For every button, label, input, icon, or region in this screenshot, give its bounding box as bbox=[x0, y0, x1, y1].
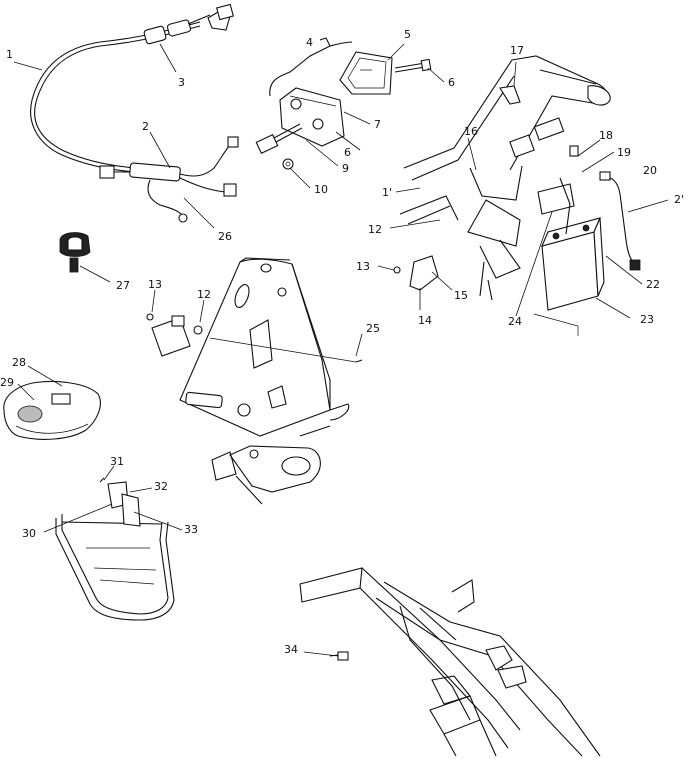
callout-10: 10 bbox=[314, 183, 328, 196]
callout-13-bracket: 13 bbox=[356, 260, 370, 273]
callout-29: 29 bbox=[0, 376, 14, 389]
frame-plate bbox=[179, 257, 350, 505]
callout-1: 1 bbox=[6, 48, 13, 61]
callout-22: 22 bbox=[646, 278, 660, 291]
frame-upper-right bbox=[393, 55, 641, 336]
callout-28: 28 bbox=[12, 356, 26, 369]
clamp-connector bbox=[59, 232, 91, 273]
frame-lower bbox=[299, 567, 601, 757]
callout-labels: 1 2 3 4 5 6 6 7 9 10 1' 12 12 13 13 14 1… bbox=[0, 28, 684, 656]
callout-24: 24 bbox=[508, 315, 522, 328]
callout-6-housing: 6 bbox=[344, 146, 351, 159]
callout-19: 19 bbox=[617, 146, 631, 159]
callout-13-regulator: 13 bbox=[148, 278, 162, 291]
callout-32: 32 bbox=[154, 480, 168, 493]
callout-33: 33 bbox=[184, 523, 198, 536]
callout-11: 1' bbox=[382, 186, 392, 199]
callout-7: 7 bbox=[374, 118, 381, 131]
callout-4: 4 bbox=[306, 36, 313, 49]
callout-12-bracket: 12 bbox=[368, 223, 382, 236]
callout-30: 30 bbox=[22, 527, 36, 540]
callout-20: 20 bbox=[643, 164, 657, 177]
tail-light-assembly bbox=[255, 37, 432, 170]
callout-9: 9 bbox=[342, 162, 349, 175]
callout-14: 14 bbox=[418, 314, 432, 327]
callout-34: 34 bbox=[284, 643, 298, 656]
callout-31: 31 bbox=[110, 455, 124, 468]
regulator-module bbox=[146, 313, 363, 363]
callout-17: 17 bbox=[510, 44, 524, 57]
seat-cover bbox=[3, 380, 101, 440]
callout-5: 5 bbox=[404, 28, 411, 41]
callout-27: 27 bbox=[116, 279, 130, 292]
callout-21: 2' bbox=[674, 193, 684, 206]
callout-2: 2 bbox=[142, 120, 149, 133]
leader-lines bbox=[13, 43, 669, 657]
callout-23: 23 bbox=[640, 313, 654, 326]
callout-26: 26 bbox=[218, 230, 232, 243]
rack-handle bbox=[55, 477, 175, 621]
callout-3: 3 bbox=[178, 76, 185, 89]
callout-12-regulator: 12 bbox=[197, 288, 211, 301]
callout-6-screw: 6 bbox=[448, 76, 455, 89]
wiring-harness-cable bbox=[30, 3, 239, 223]
callout-18: 18 bbox=[599, 129, 613, 142]
callout-16: 16 bbox=[464, 125, 478, 138]
callout-15: 15 bbox=[454, 289, 468, 302]
callout-25: 25 bbox=[366, 322, 380, 335]
